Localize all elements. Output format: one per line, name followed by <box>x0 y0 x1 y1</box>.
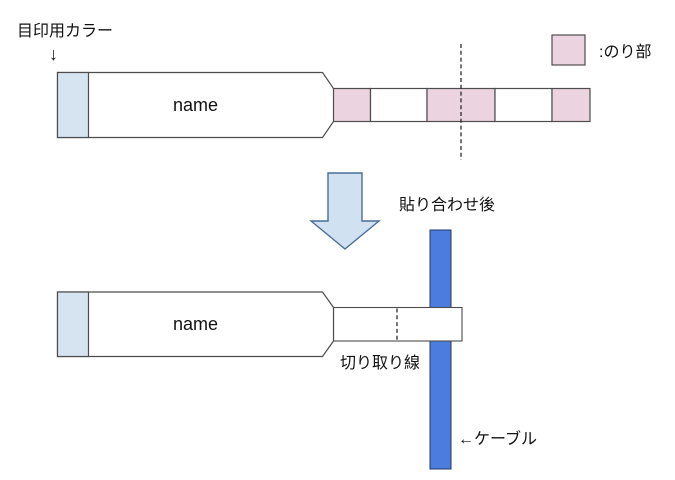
bottom-folded-strip <box>332 306 463 342</box>
down-arrow-pointer-icon: ↓ <box>49 44 58 64</box>
glue-legend-swatch <box>551 34 586 66</box>
strip-blank-segment <box>494 87 553 123</box>
cable-label: ←ケーブル <box>458 431 538 448</box>
glue-segment <box>331 87 372 123</box>
glue-legend-label: :のり部 <box>599 44 652 61</box>
cut-line-label: 切り取り線 <box>340 355 421 372</box>
bottom-marker-color-block <box>56 291 90 358</box>
top-label-name-text: name <box>172 95 219 115</box>
marker-color-label: 目印用カラー <box>17 23 114 40</box>
glue-segment <box>551 87 591 123</box>
cable-bar <box>429 229 452 470</box>
after-paste-label: 貼り合わせ後 <box>399 197 496 214</box>
bottom-label-name-text: name <box>172 314 219 334</box>
strip-blank-segment <box>369 87 428 123</box>
top-marker-color-block <box>56 71 90 139</box>
down-block-arrow-icon <box>309 172 381 250</box>
